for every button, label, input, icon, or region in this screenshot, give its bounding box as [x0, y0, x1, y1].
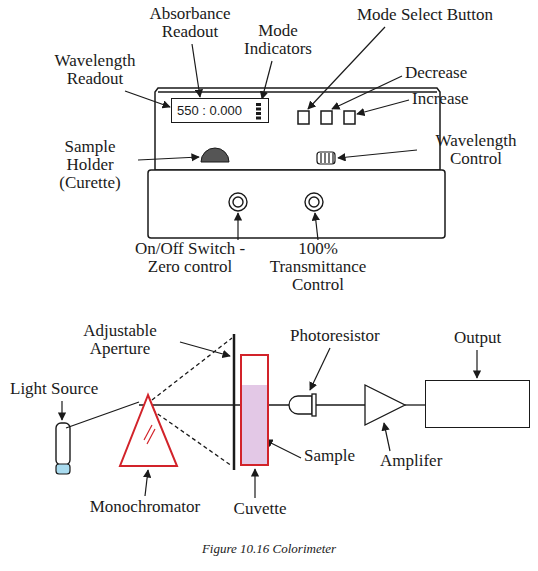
- figure-caption: Figure 10.16 Colorimeter: [0, 541, 538, 557]
- part-label: Increase: [412, 90, 512, 108]
- aperture: [233, 334, 236, 470]
- amplifier: [365, 385, 425, 425]
- photoresistor: [289, 394, 365, 416]
- part-label: Cuvette: [220, 500, 300, 518]
- light-source: [56, 423, 70, 474]
- cuvette: [241, 355, 268, 465]
- monochromator-prism: [120, 395, 177, 466]
- part-label: Wavelength Readout: [40, 52, 150, 88]
- readout-text: 550 : 0.000: [177, 103, 242, 118]
- part-label: Sample Holder (Curette): [45, 138, 135, 192]
- box-heading: Output: [426, 329, 529, 347]
- device-body: [148, 88, 445, 238]
- part-label: Mode Select Button: [335, 6, 515, 24]
- sample-holder: [201, 148, 229, 162]
- part-label: 100% Transmittance Control: [262, 240, 374, 294]
- part-label: Wavelength Control: [420, 132, 532, 168]
- part-label: Amplifer: [380, 452, 480, 470]
- part-label: Adjustable Aperture: [60, 322, 180, 358]
- knobs: [229, 193, 323, 211]
- part-label: On/Off Switch - Zero control: [120, 240, 260, 276]
- buttons: [298, 111, 355, 124]
- readout-display: 550 : 0.000: [171, 98, 269, 123]
- part-label: Photoresistor: [290, 327, 410, 345]
- part-label: Light Source: [10, 380, 120, 398]
- part-label: Absorbance Readout: [130, 5, 250, 41]
- part-label: Monochromator: [70, 498, 220, 516]
- wavelength-knob: [317, 152, 335, 164]
- part-label: Sample: [304, 447, 374, 465]
- mode-indicator-bars: [254, 101, 264, 121]
- output-box: Output: [425, 380, 530, 428]
- part-label: Mode Indicators: [236, 22, 320, 58]
- part-label: Decrease: [405, 64, 505, 82]
